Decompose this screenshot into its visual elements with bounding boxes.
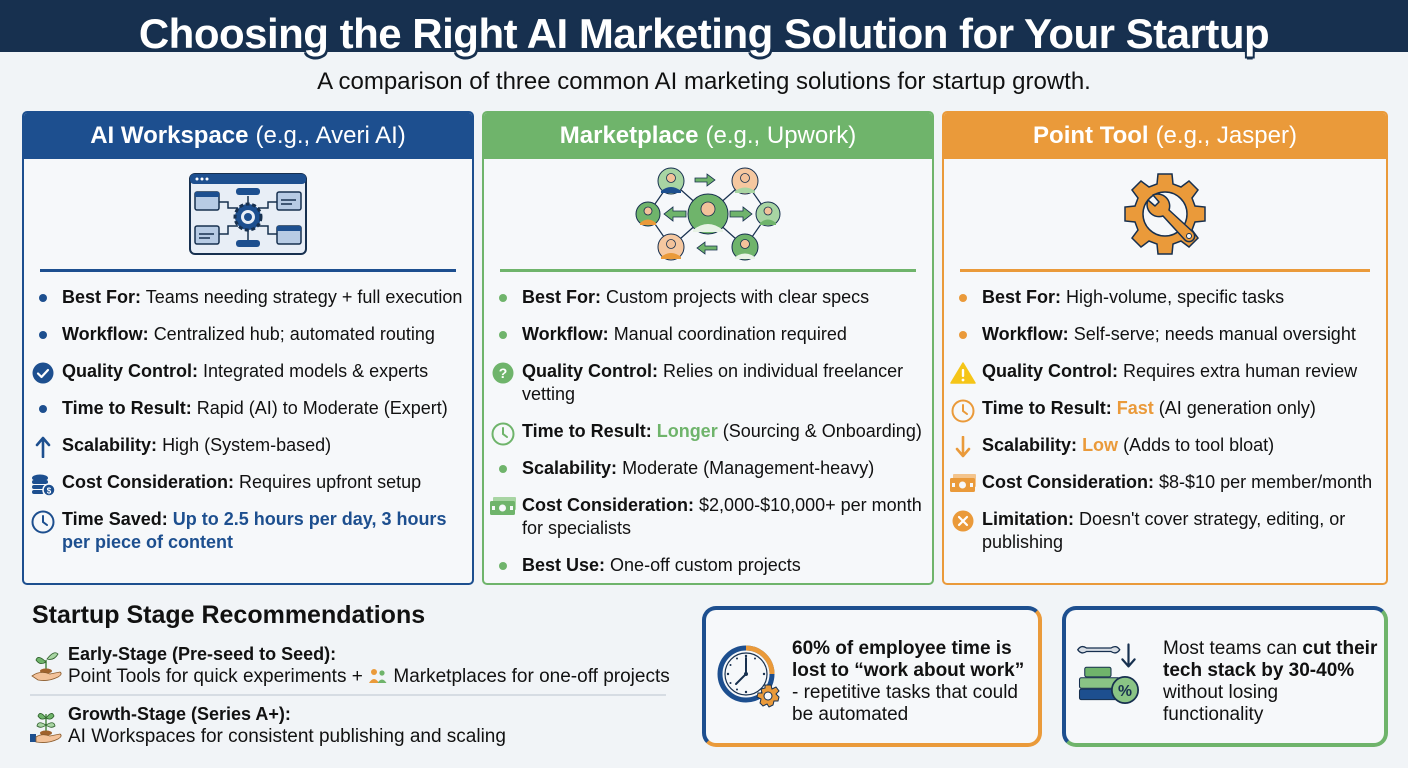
row-quality-control: Quality Control: Integrated models & exp…	[24, 360, 472, 384]
row-quality-control: ? Quality Control: Relies on individual …	[484, 360, 932, 406]
card-title: Point Tool	[1033, 122, 1149, 149]
feature-list: Best For: High-volume, specific tasks Wo…	[944, 272, 1386, 554]
stat-card-work-about-work: 60% of employee time is lost to “work ab…	[702, 606, 1042, 747]
divider	[960, 269, 1370, 272]
bullet-dot-icon	[959, 294, 967, 302]
stage-heading: Growth-Stage (Series A+):	[68, 704, 291, 724]
row-workflow: Workflow: Centralized hub; automated rou…	[24, 323, 472, 346]
row-cost-consideration: Cost Consideration: $8-$10 per member/mo…	[944, 471, 1386, 494]
row-cost-consideration: $ Cost Consideration: Requires upfront s…	[24, 471, 472, 497]
warning-icon	[950, 362, 976, 384]
bullet-dot-icon	[39, 331, 47, 339]
hero	[484, 159, 932, 269]
bullet-dot-icon	[499, 294, 507, 302]
page-subtitle: A comparison of three common AI marketin…	[317, 68, 1091, 95]
plant-hand-icon	[30, 713, 62, 743]
row-workflow: Workflow: Manual coordination required	[484, 323, 932, 346]
clock-icon	[491, 422, 515, 446]
row-scalability: Scalability: High (System-based)	[24, 434, 472, 458]
cash-icon	[950, 474, 976, 492]
arrow-down-icon	[955, 436, 971, 458]
clock-icon	[31, 510, 55, 534]
feature-list: Best For: Teams needing strategy + full …	[24, 272, 472, 554]
row-limitation: Limitation: Doesn't cover strategy, edit…	[944, 508, 1386, 554]
row-time-to-result: Time to Result: Longer (Sourcing & Onboa…	[484, 420, 932, 446]
card-example: (e.g., Jasper)	[1155, 122, 1297, 149]
row-time-to-result: Time to Result: Rapid (AI) to Moderate (…	[24, 397, 472, 420]
row-workflow: Workflow: Self-serve; needs manual overs…	[944, 323, 1386, 346]
coins-icon: $	[32, 474, 56, 497]
card-example: (e.g., Averi AI)	[255, 122, 406, 149]
stat-card-tech-stack: % Most teams can cut their tech stack by…	[1062, 606, 1388, 747]
stage-heading: Early-Stage (Pre-seed to Seed):	[68, 644, 337, 664]
row-time-to-result: Time to Result: Fast (AI generation only…	[944, 397, 1386, 423]
card-point-tool: Point Tool (e.g., Jasper) Best For: High…	[942, 111, 1388, 585]
hero	[944, 159, 1386, 269]
feature-list: Best For: Custom projects with clear spe…	[484, 272, 932, 577]
card-ai-workspace: AI Workspace (e.g., Averi AI)	[22, 111, 474, 585]
bullet-dot-icon	[959, 331, 967, 339]
clock-icon	[951, 399, 975, 423]
page-title: Choosing the Right AI Marketing Solution…	[138, 9, 1270, 58]
svg-text:$: $	[47, 487, 52, 496]
card-title: Marketplace	[559, 122, 699, 149]
divider	[40, 269, 456, 272]
stage-body: AI Workspaces for consistent publishing …	[68, 726, 506, 747]
stat-text: Most teams can cut their tech stack by 3…	[1163, 638, 1378, 725]
card-header: AI Workspace (e.g., Averi AI)	[24, 113, 472, 159]
check-circle-icon	[32, 362, 54, 384]
question-circle-icon: ?	[492, 362, 514, 384]
gear-wrench-icon	[1124, 173, 1206, 255]
divider	[500, 269, 916, 272]
bullet-dot-icon	[499, 562, 507, 570]
x-circle-icon	[952, 510, 974, 532]
row-best-for: Best For: Custom projects with clear spe…	[484, 286, 932, 309]
clock-gear-icon	[717, 645, 780, 708]
freelancer-network-icon	[635, 167, 781, 261]
stage-body: Point Tools for quick experiments + Mark…	[68, 666, 670, 687]
row-best-use: Best Use: One-off custom projects	[484, 554, 932, 577]
card-example: (e.g., Upwork)	[705, 122, 857, 149]
bullet-dot-icon	[499, 331, 507, 339]
card-header: Point Tool (e.g., Jasper)	[944, 113, 1386, 159]
row-scalability: Scalability: Low (Adds to tool bloat)	[944, 434, 1386, 458]
card-marketplace: Marketplace (e.g., Upwork)	[482, 111, 934, 585]
stat-text: 60% of employee time is lost to “work ab…	[792, 638, 1025, 725]
row-time-saved: Time Saved: Up to 2.5 hours per day, 3 h…	[24, 508, 472, 554]
row-cost-consideration: Cost Consideration: $2,000-$10,000+ per …	[484, 494, 932, 540]
people-icon	[369, 669, 387, 683]
bullet-dot-icon	[499, 465, 507, 473]
hero	[24, 159, 472, 269]
card-header: Marketplace (e.g., Upwork)	[484, 113, 932, 159]
workflow-hub-icon	[189, 173, 307, 255]
svg-text:?: ?	[499, 365, 508, 381]
bullet-dot-icon	[39, 405, 47, 413]
card-title: AI Workspace	[90, 122, 249, 149]
svg-text:%: %	[1118, 683, 1132, 700]
row-best-for: Best For: Teams needing strategy + full …	[24, 286, 472, 309]
bullet-dot-icon	[39, 294, 47, 302]
stage-early: Early-Stage (Pre-seed to Seed): Point To…	[30, 644, 670, 696]
stage-recommendations-title: Startup Stage Recommendations	[32, 601, 426, 629]
seedling-hand-icon	[31, 652, 62, 681]
cash-icon	[490, 497, 516, 515]
header-band	[0, 0, 1408, 52]
tech-stack-cut-icon: %	[1076, 643, 1139, 704]
row-scalability: Scalability: Moderate (Management-heavy)	[484, 457, 932, 480]
arrow-up-icon	[35, 436, 51, 458]
row-quality-control: Quality Control: Requires extra human re…	[944, 360, 1386, 384]
row-best-for: Best For: High-volume, specific tasks	[944, 286, 1386, 309]
